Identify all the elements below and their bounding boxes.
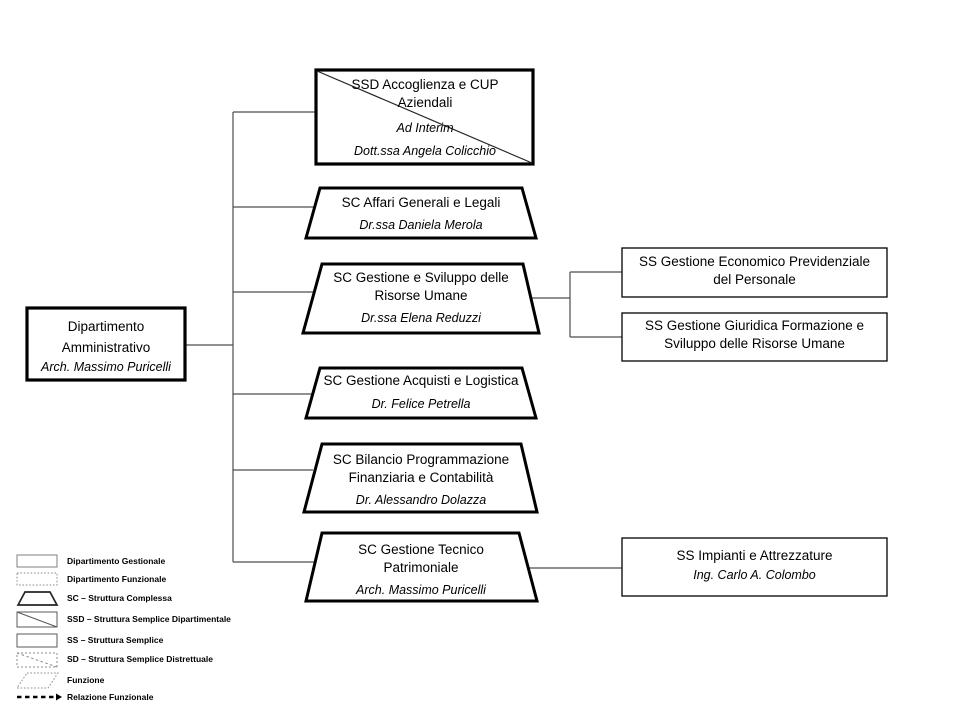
- node-title-line: SC Affari Generali e Legali: [341, 195, 501, 210]
- node-title-line: SS Impianti e Attrezzature: [676, 548, 833, 563]
- node-shape-sc-acquisti: [304, 366, 538, 420]
- node-title-line: Patrimoniale: [383, 560, 459, 575]
- node-title-line: SC Bilancio Programmazione: [332, 452, 510, 467]
- legend-shape-ss-rect: [16, 633, 58, 648]
- node-title-line: Risorse Umane: [374, 288, 468, 303]
- node-ss-impianti: SS Impianti e Attrezzature Ing. Carlo A.…: [625, 547, 884, 583]
- legend-label-ss-struttura-semplice: SS – Struttura Semplice: [67, 635, 164, 645]
- node-sc-risorse: SC Gestione e Sviluppo delle Risorse Uma…: [311, 269, 531, 326]
- node-shape-ss-economico: [621, 247, 888, 298]
- node-shape-ss-giuridica: [621, 312, 888, 362]
- legend-shape-sd-diagonal: [16, 652, 58, 668]
- node-ss-economico: SS Gestione Economico Previdenziale del …: [625, 253, 884, 289]
- legend-shape-relazione-arrowhead: [56, 693, 62, 701]
- node-person-name: Dr.ssa Elena Reduzzi: [361, 311, 481, 325]
- node-title-line: SSD Accoglienza e CUP: [351, 77, 499, 92]
- connector-lines: [185, 111, 622, 569]
- legend-shape-dipartimento-gestionale: [16, 554, 58, 568]
- node-sc-affari: SC Affari Generali e Legali Dr.ssa Danie…: [311, 194, 531, 233]
- node-shape-ss-impianti: [621, 537, 888, 597]
- node-title-line: Amministrativo: [61, 340, 151, 355]
- legend-label-funzione: Funzione: [67, 675, 105, 685]
- node-title-line: SS Gestione Giuridica Formazione e: [644, 318, 865, 333]
- node-shape-sc-bilancio: [302, 442, 539, 514]
- node-sc-bilancio: SC Bilancio Programmazione Finanziaria e…: [311, 451, 531, 508]
- node-shape-sc-affari: [304, 186, 538, 240]
- node-title-line: Dipartimento: [67, 319, 145, 334]
- node-ssd-accoglienza: SSD Accoglienza e CUP Aziendali Ad Inter…: [320, 76, 530, 159]
- node-title-line: Aziendali: [397, 95, 453, 110]
- node-title-line: Sviluppo delle Risorse Umane: [664, 336, 845, 351]
- legend-shape-dipartimento-funzionale: [16, 572, 58, 586]
- node-shape-sc-risorse: [301, 262, 541, 335]
- node-title-line: SC Gestione e Sviluppo delle: [333, 270, 509, 285]
- node-title-line: SC Gestione Tecnico: [358, 542, 484, 557]
- legend-label-sc-struttura-complessa: SC – Struttura Complessa: [67, 593, 172, 603]
- node-title-line: del Personale: [713, 272, 796, 287]
- legend-label-ssd-struttura-semplice-dipartimentale: SSD – Struttura Semplice Dipartimentale: [67, 614, 231, 624]
- node-shape-dipartimento-amministrativo: [25, 306, 187, 382]
- legend-label-dipartimento-gestionale: Dipartimento Gestionale: [67, 556, 166, 566]
- node-person-name: Dott.ssa Angela Colicchio: [354, 144, 496, 158]
- node-sc-acquisti: SC Gestione Acquisti e Logistica Dr. Fel…: [308, 372, 534, 412]
- legend-label-sd-struttura-semplice-distrettuale: SD – Struttura Semplice Distrettuale: [67, 654, 213, 664]
- node-person-name: Dr. Felice Petrella: [371, 397, 471, 411]
- node-person-name: Dr. Alessandro Dolazza: [355, 493, 487, 507]
- node-subtitle: Ad Interim: [396, 121, 454, 135]
- legend-shape-sc-trapezoid: [16, 591, 59, 606]
- node-sc-tecnico: SC Gestione Tecnico Patrimoniale Arch. M…: [311, 541, 531, 598]
- ss-rectangles: [621, 247, 888, 597]
- node-person-name: Ing. Carlo A. Colombo: [693, 568, 816, 582]
- legend-label-dipartimento-funzionale: Dipartimento Funzionale: [67, 574, 167, 584]
- legend-shape-funzione-parallelogram: [16, 672, 59, 689]
- legend-label-relazione-funzionale: Relazione Funzionale: [67, 692, 154, 702]
- node-title-line: Finanziaria e Contabilità: [348, 470, 494, 485]
- legend-shape-ssd-diagonal: [16, 611, 58, 628]
- node-person-name: Arch. Massimo Puricelli: [356, 583, 486, 597]
- node-person-name: Arch. Massimo Puricelli: [41, 360, 171, 374]
- node-title-line: SS Gestione Economico Previdenziale: [638, 254, 871, 269]
- node-title-line: SC Gestione Acquisti e Logistica: [323, 373, 519, 388]
- node-person-name: Dr.ssa Daniela Merola: [359, 218, 483, 232]
- sc-trapezoids: [301, 186, 541, 603]
- node-ss-giuridica: SS Gestione Giuridica Formazione e Svilu…: [625, 317, 884, 353]
- ssd-diagonal-line: [316, 70, 533, 164]
- node-dipartimento-amministrativo: Dipartimento Amministrativo Arch. Massim…: [30, 316, 182, 377]
- legend-shapes: [16, 554, 62, 701]
- node-shape-sc-tecnico: [304, 531, 539, 603]
